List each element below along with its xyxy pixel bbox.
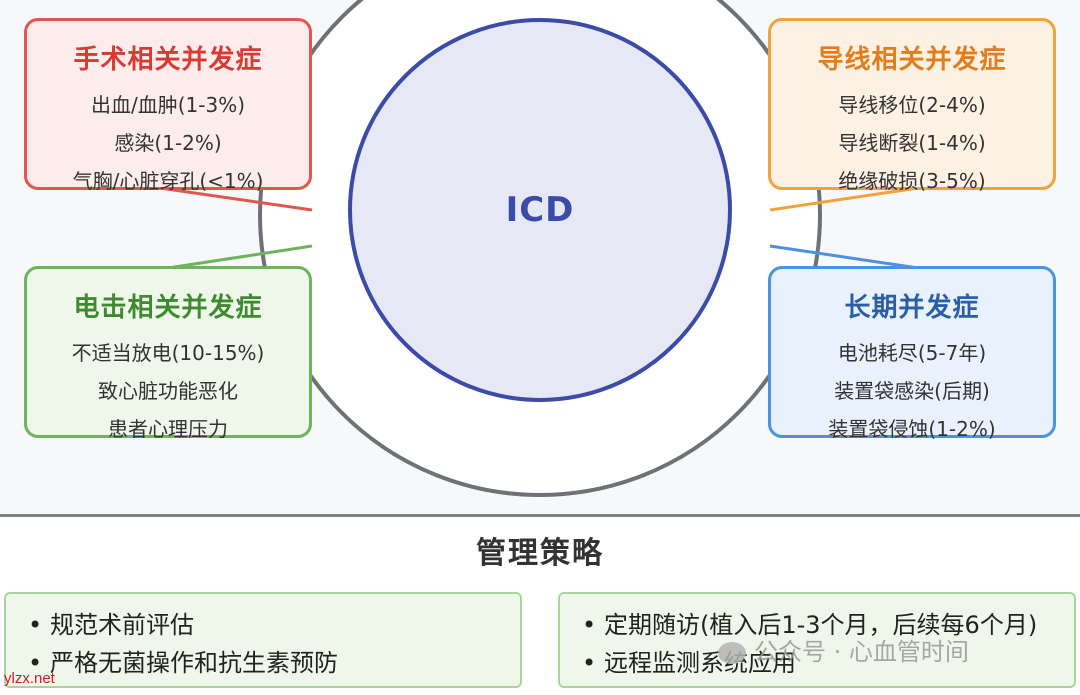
card-title: 手术相关并发症 [73, 45, 263, 75]
connector-shock [167, 244, 313, 270]
watermark-text: 公众号 · 心血管时间 [754, 638, 969, 666]
connector-surgery [159, 186, 313, 212]
management-item: •定期随访(植入后1-3个月，后续每6个月) [582, 606, 1074, 644]
management-item-text: 规范术前评估 [50, 611, 194, 639]
longterm-complications-card: 长期并发症 电池耗尽(5-7年) 装置袋感染(后期) 装置袋侵蚀(1-2%) [768, 266, 1056, 441]
management-box-left: •规范术前评估 •严格无菌操作和抗生素预防 [4, 592, 522, 688]
card-item: 出血/血肿(1-3%) [90, 93, 245, 117]
section-divider [0, 514, 1080, 517]
bullet: • [28, 611, 43, 639]
management-item: •规范术前评估 [28, 606, 520, 644]
surgery-complications-card: 手术相关并发症 出血/血肿(1-3%) 感染(1-2%) 气胸/心脏穿孔(<1%… [24, 18, 312, 193]
card-item: 气胸/心脏穿孔(<1%) [72, 169, 264, 193]
management-title: 管理策略 [476, 536, 604, 571]
icd-circle [348, 18, 732, 402]
bullet: • [582, 649, 597, 677]
card-item: 装置袋感染(后期) [834, 379, 990, 403]
diagram-area: ICD 手术相关并发症 出血/血肿(1-3%) 感染(1-2%) 气胸/心脏穿孔… [24, 0, 1056, 497]
management-item: •严格无菌操作和抗生素预防 [28, 644, 520, 682]
wechat-icon [718, 642, 746, 664]
card-item: 导线移位(2-4%) [838, 93, 986, 117]
connector-longterm [769, 244, 919, 270]
management-item-text: 定期随访(植入后1-3个月，后续每6个月) [604, 611, 1038, 639]
card-item: 感染(1-2%) [114, 131, 222, 155]
card-item: 装置袋侵蚀(1-2%) [828, 417, 996, 441]
card-item: 绝缘破损(3-5%) [838, 169, 986, 193]
connector-lead [769, 186, 919, 212]
shock-complications-card: 电击相关并发症 不适当放电(10-15%) 致心脏功能恶化 患者心理压力 [24, 266, 312, 441]
card-title: 导线相关并发症 [817, 45, 1007, 75]
card-item: 导线断裂(1-4%) [838, 131, 986, 155]
icd-label: ICD [505, 190, 575, 230]
watermark: 公众号 · 心血管时间 [718, 632, 969, 667]
management-item-text: 严格无菌操作和抗生素预防 [50, 649, 338, 677]
card-title: 电击相关并发症 [73, 293, 263, 323]
diagram-graphics [159, 0, 919, 497]
bullet: • [28, 649, 43, 677]
card-item: 致心脏功能恶化 [98, 379, 238, 403]
bullet: • [582, 611, 597, 639]
source-label: ylzx.net [4, 670, 55, 687]
management-item: •远程监测系统应用 [582, 644, 1074, 682]
card-item: 患者心理压力 [108, 417, 228, 441]
card-item: 电池耗尽(5-7年) [837, 341, 987, 365]
management-item-text: 远程监测系统应用 [604, 649, 796, 677]
card-title: 长期并发症 [844, 293, 980, 323]
lead-complications-card: 导线相关并发症 导线移位(2-4%) 导线断裂(1-4%) 绝缘破损(3-5%) [768, 18, 1056, 193]
card-item: 不适当放电(10-15%) [71, 341, 265, 365]
management-box-right: •定期随访(植入后1-3个月，后续每6个月) •远程监测系统应用 [558, 592, 1076, 688]
